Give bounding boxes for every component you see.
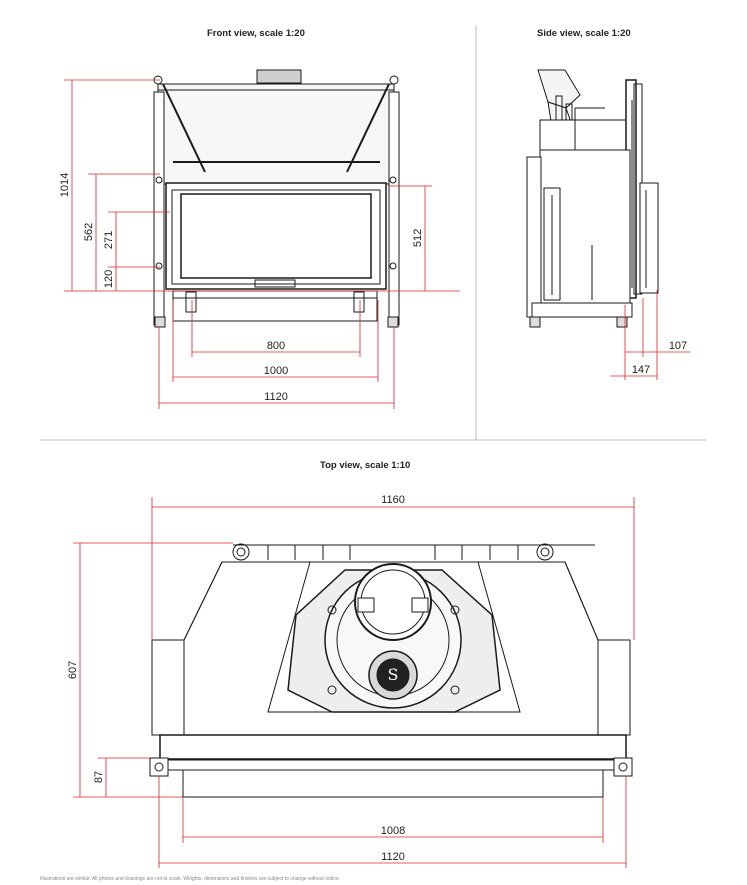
- dim-120: 120: [103, 270, 115, 288]
- side-view-dimension-lines: [610, 290, 690, 380]
- dim-1008: 1008: [381, 825, 405, 837]
- dim-800: 800: [267, 340, 285, 352]
- side-view-dimension-labels: 107 147: [632, 340, 687, 376]
- dim-607: 607: [67, 661, 79, 679]
- side-view-drawing: [526, 69, 659, 328]
- dim-271: 271: [103, 231, 115, 249]
- top-view-dimension-lines: [73, 497, 635, 868]
- dim-562: 562: [83, 223, 95, 241]
- side-view-title: Side view, scale 1:20: [537, 28, 631, 39]
- dim-147: 147: [632, 364, 650, 376]
- dim-512: 512: [412, 229, 424, 247]
- dim-1000: 1000: [264, 365, 288, 377]
- dim-1120: 1120: [264, 391, 288, 403]
- front-view-dimension-labels: 1014 562 271 120 512 800 1000 1120: [59, 173, 424, 403]
- dim-1160: 1160: [381, 494, 405, 506]
- dim-87: 87: [93, 771, 105, 783]
- footnote: Illustrations are similar. All photos an…: [40, 876, 341, 882]
- dim-107: 107: [669, 340, 687, 352]
- top-view-drawing: S: [149, 543, 633, 798]
- top-view-dimension-labels: 1160 607 87 1008 1120: [67, 494, 405, 863]
- svg-text:S: S: [388, 665, 399, 684]
- front-view-dimension-lines: [64, 79, 460, 409]
- front-view-drawing: [153, 69, 400, 328]
- top-view-title: Top view, scale 1:10: [320, 460, 411, 471]
- front-view-title: Front view, scale 1:20: [207, 28, 305, 39]
- dim-1014: 1014: [59, 173, 71, 197]
- view-separators: [40, 25, 706, 441]
- dim-1120-top: 1120: [381, 851, 405, 863]
